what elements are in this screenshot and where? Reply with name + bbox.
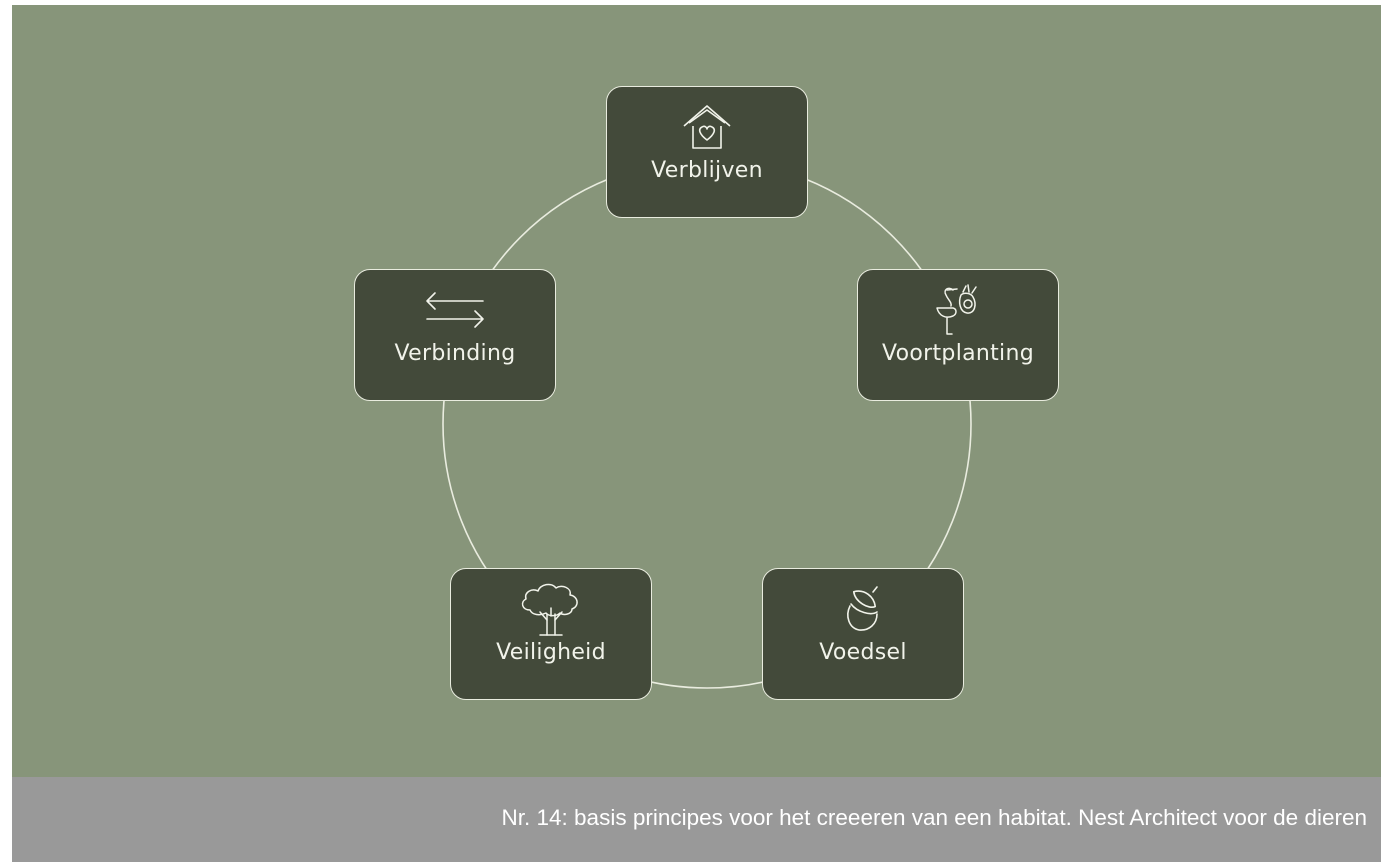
node-label: Veiligheid xyxy=(496,640,606,665)
tree-icon xyxy=(451,583,651,636)
two-way-arrows-icon xyxy=(355,284,555,336)
node-label: Verblijven xyxy=(651,158,763,183)
node-label: Verbinding xyxy=(394,341,516,366)
node-verbinding: Verbinding xyxy=(354,269,556,401)
node-veiligheid: Veiligheid xyxy=(450,568,652,700)
node-voortplanting: Voortplanting xyxy=(857,269,1059,401)
stork-with-baby-icon xyxy=(858,284,1058,336)
birdhouse-heart-icon xyxy=(607,101,807,153)
node-verblijven: Verblijven xyxy=(606,86,808,218)
diagram-panel: Verblijven Voortplanting xyxy=(12,5,1381,777)
node-voedsel: Voedsel xyxy=(762,568,964,700)
acorn-icon xyxy=(763,583,963,635)
figure-caption: Nr. 14: basis principes voor het creeere… xyxy=(501,805,1367,830)
caption-bar: Nr. 14: basis principes voor het creeere… xyxy=(12,777,1381,862)
node-label: Voedsel xyxy=(819,640,907,665)
node-label: Voortplanting xyxy=(882,341,1034,366)
